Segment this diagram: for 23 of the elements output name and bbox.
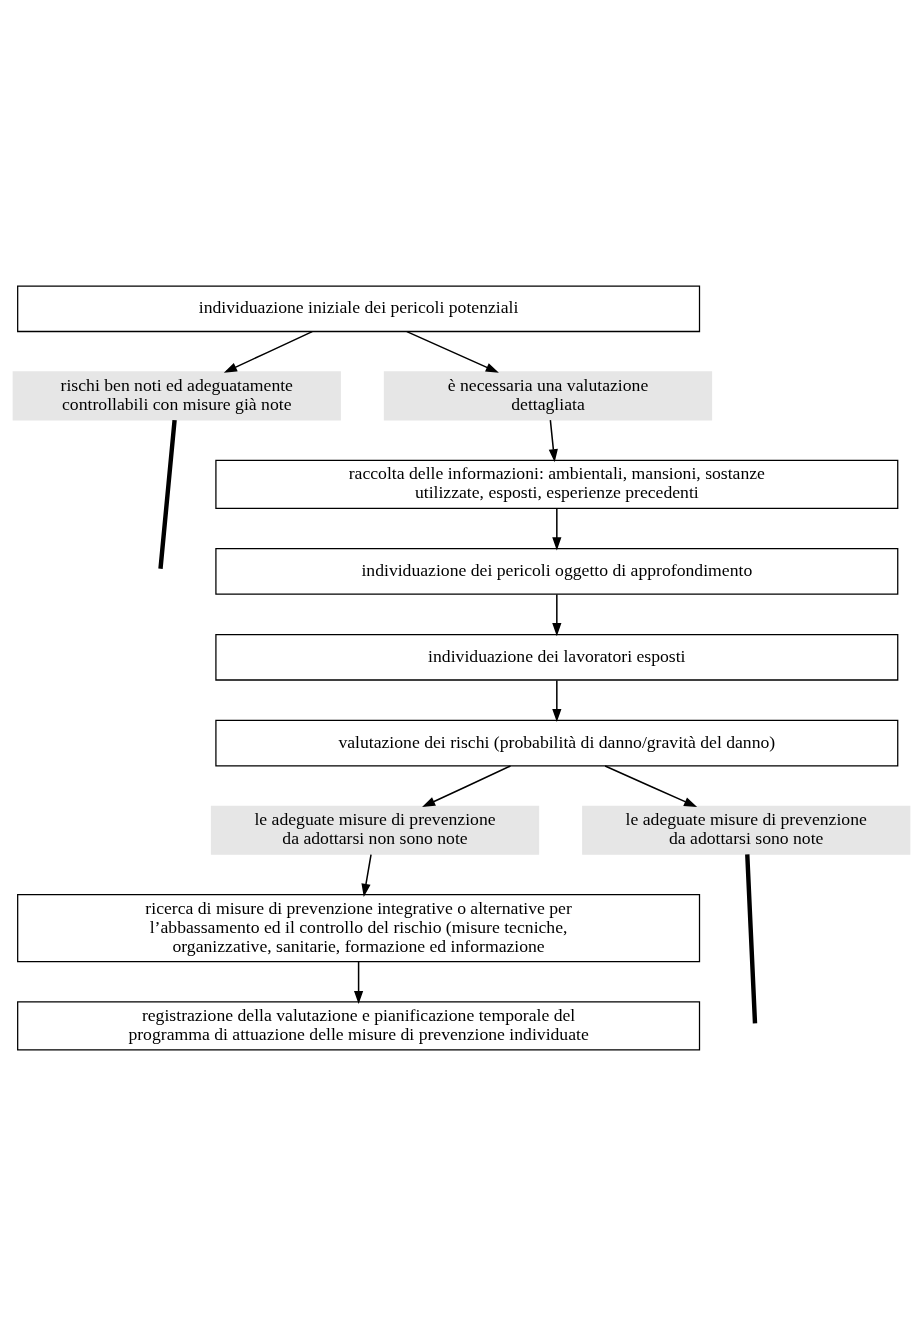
arrow	[604, 765, 698, 808]
node-box: valutazione dei rischi (probabilità di danno/gravità del danno)	[215, 719, 899, 767]
node-box: individuazione dei pericoli oggetto di approfondimento	[215, 548, 899, 595]
arrow	[552, 507, 562, 551]
arrow	[223, 330, 313, 373]
arrow	[552, 593, 562, 637]
node-box: è necessaria una valutazione dettagliata	[383, 371, 713, 421]
node-box: raccolta delle informazioni: ambientali, mansioni, sostanze utilizzate, esposti, esperienze precedenti	[215, 459, 899, 509]
connector	[158, 419, 177, 569]
node-box: individuazione dei lavoratori esposti	[215, 633, 899, 681]
arrow	[406, 330, 499, 373]
arrow	[548, 419, 558, 463]
node-box: individuazione iniziale dei pericoli potenziali	[17, 285, 701, 333]
arrow	[354, 960, 364, 1005]
node-box: ricerca di misure di prevenzione integrative o alternative per l’abbassamento ed il controllo del rischio (misure tecniche, organizzative, sanitarie, formazione ed informazione	[17, 894, 701, 963]
connector	[745, 854, 758, 1024]
arrow	[552, 679, 562, 723]
node-box: le adeguate misure di prevenzione da adottarsi sono note	[582, 805, 911, 855]
node-box: le adeguate misure di prevenzione da adottarsi non sono note	[210, 805, 540, 855]
arrow	[422, 765, 512, 808]
arrow	[361, 853, 372, 897]
node-box: rischi ben noti ed adeguatamente controllabili con misure già note	[12, 371, 341, 421]
node-box: registrazione della valutazione e pianificazione temporale del programma di attuazione delle misure di prevenzione individuate	[17, 1001, 701, 1051]
